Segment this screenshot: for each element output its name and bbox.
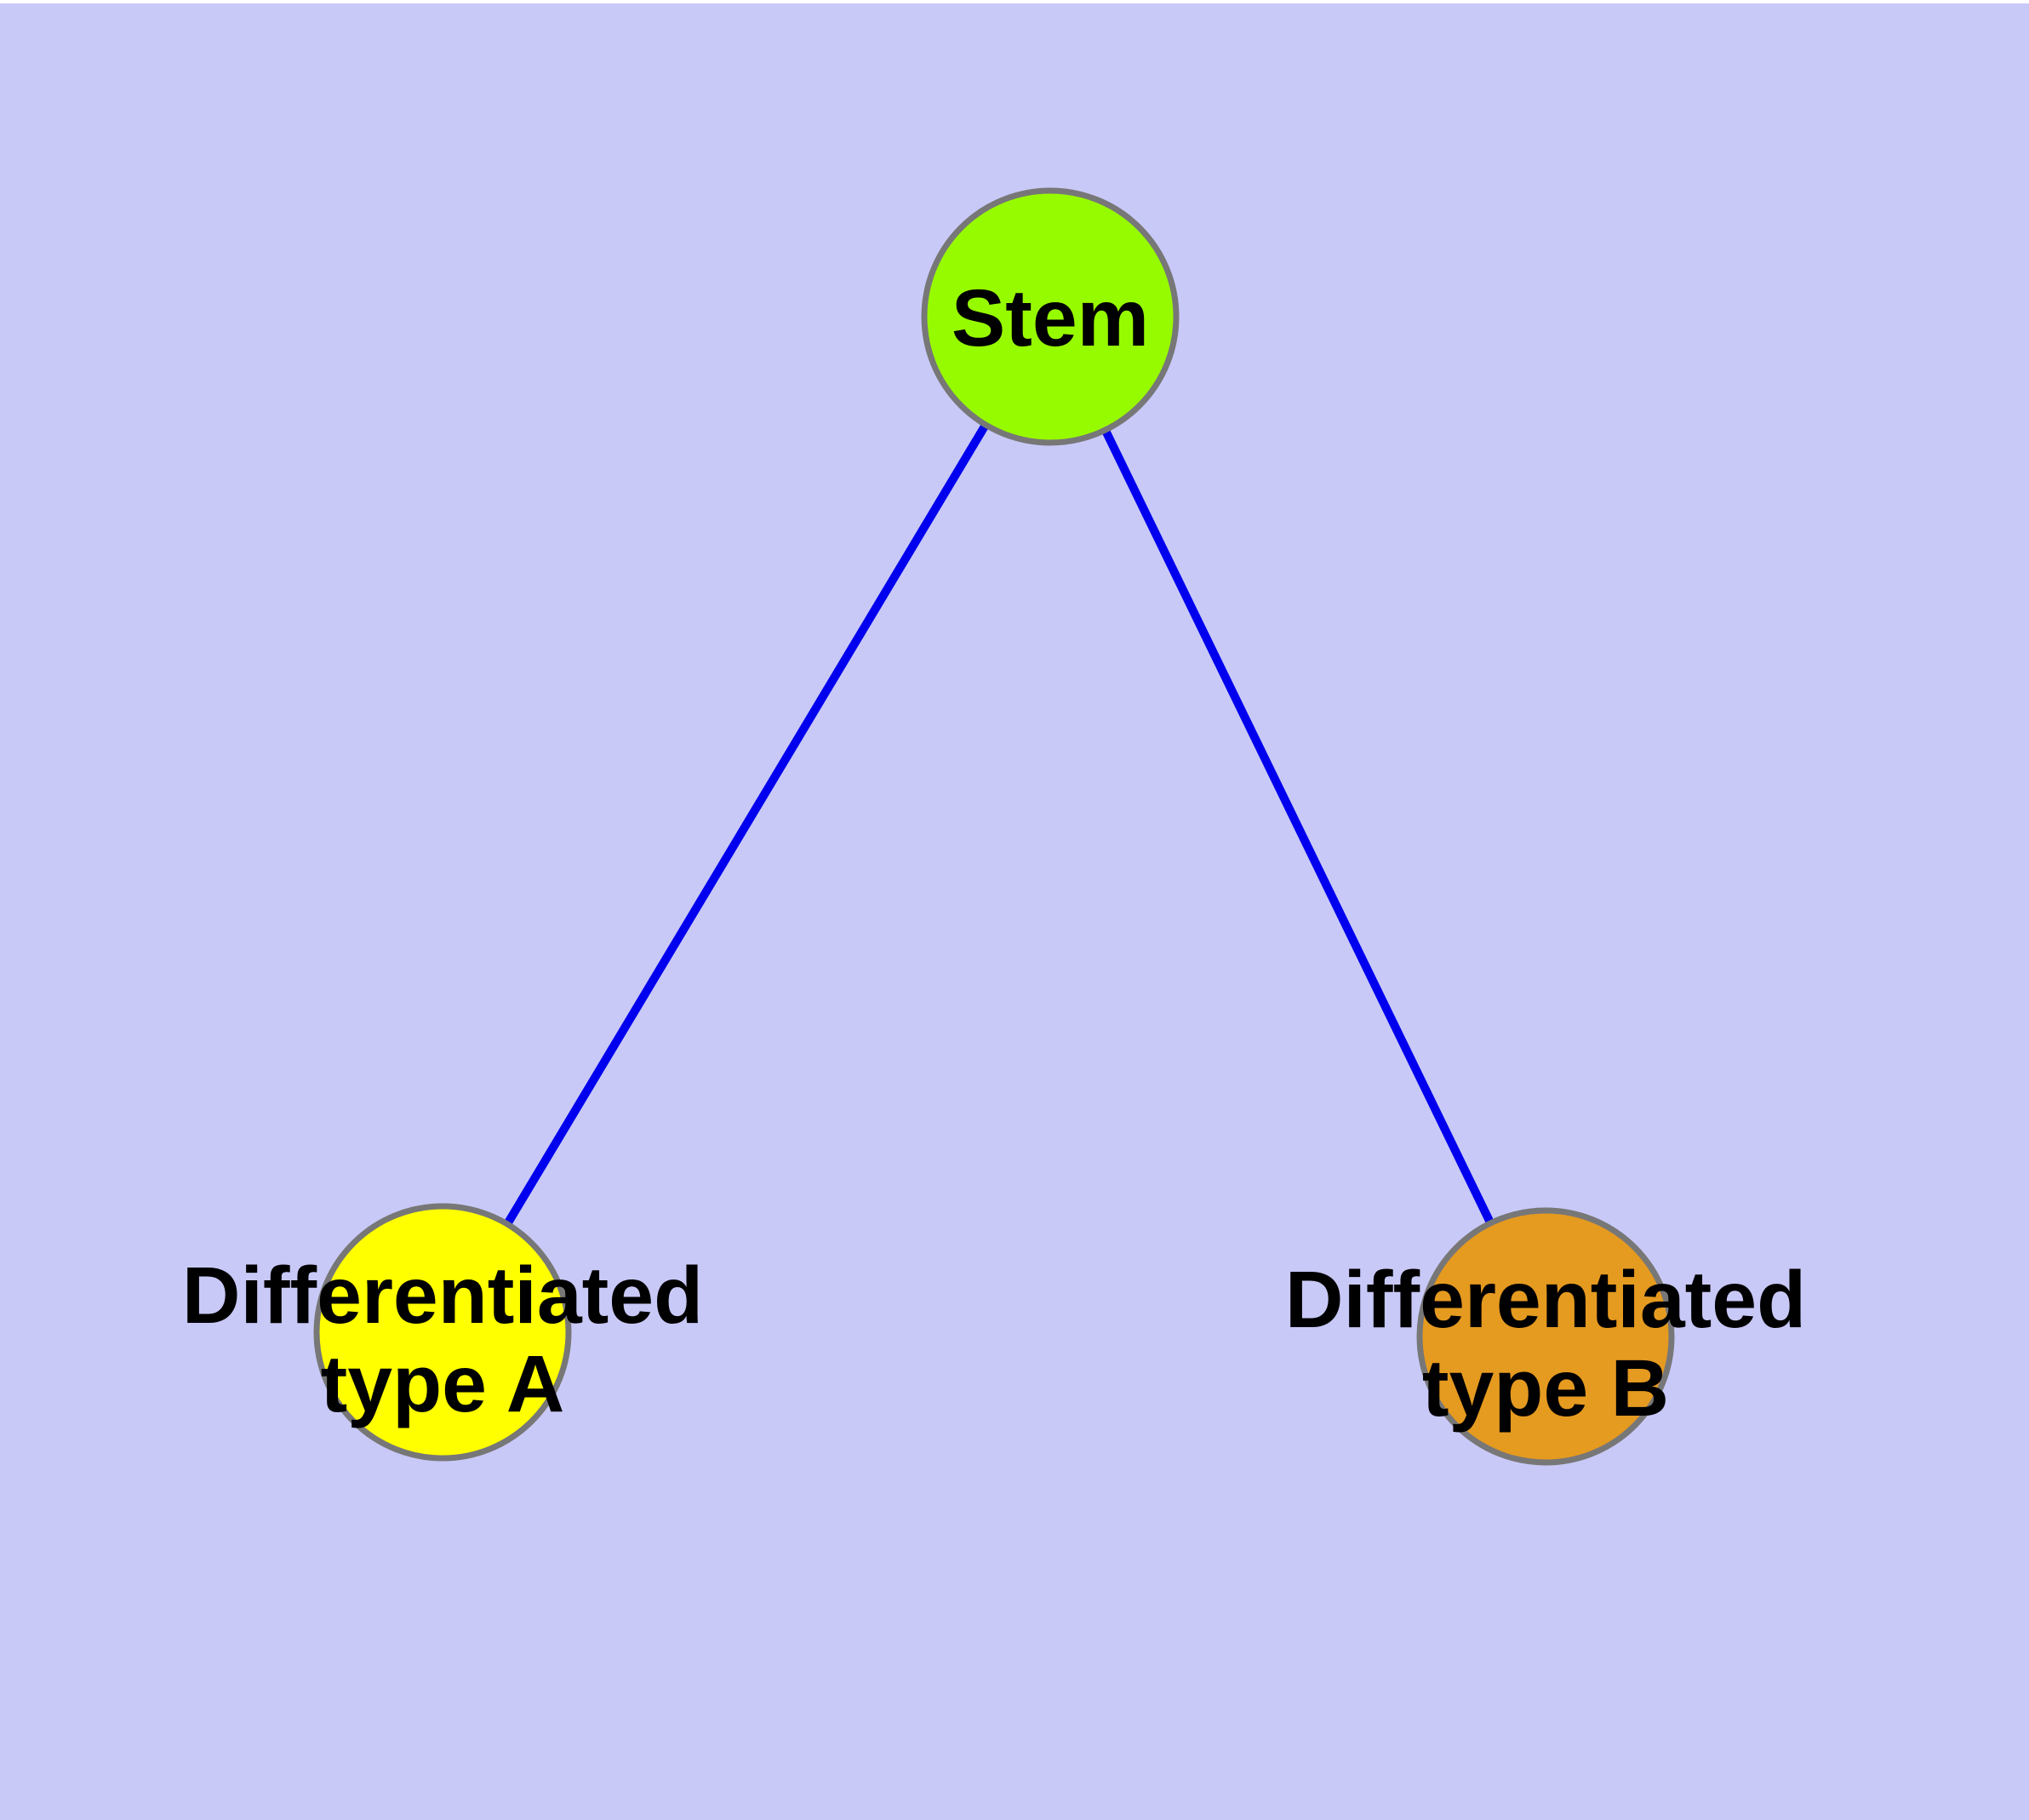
node-type-b-label-line2: type B bbox=[1422, 1343, 1669, 1434]
node-type-a-label-line2: type A bbox=[321, 1339, 565, 1429]
node-stem-label: Stem bbox=[952, 273, 1149, 363]
edge-stem-to-type-b bbox=[1046, 314, 1550, 1339]
node-type-a-label-line1: Differentiated bbox=[182, 1251, 703, 1341]
node-type-b-label-line1: Differentiated bbox=[1285, 1255, 1806, 1345]
edge-stem-to-type-a bbox=[438, 314, 1055, 1335]
node-differentiated-type-b bbox=[1416, 1207, 1675, 1466]
node-stem bbox=[921, 187, 1180, 446]
window-top-edge bbox=[0, 0, 2029, 3]
node-differentiated-type-a bbox=[313, 1203, 572, 1462]
